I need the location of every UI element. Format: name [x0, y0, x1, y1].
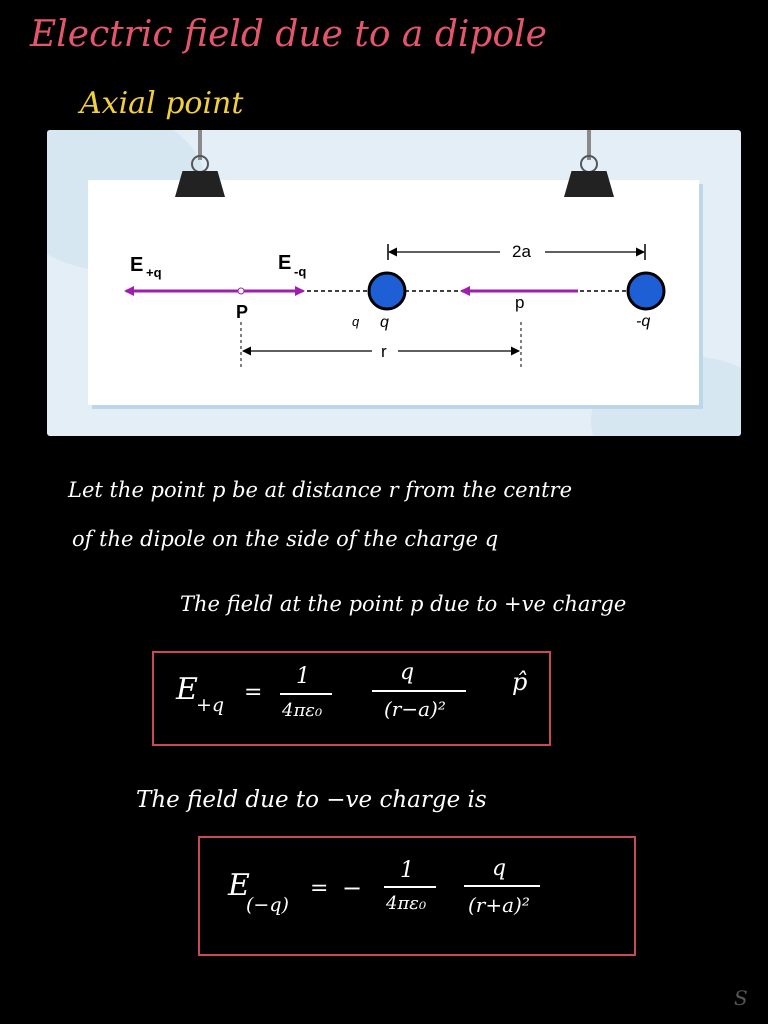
label-dipole-moment: p — [515, 293, 524, 312]
formula2-minus: − — [342, 874, 363, 902]
formula-box-minus-q — [198, 836, 636, 956]
formula2-num1: 1 — [400, 858, 414, 883]
text-line-2: of the dipole on the side of the charge … — [72, 527, 499, 551]
formula2-num2: q — [492, 856, 507, 881]
label-charge-q: q — [352, 314, 360, 329]
formula1-frac-line-2 — [372, 690, 466, 692]
label-charge-q: q — [380, 314, 389, 331]
label-e-plus-sub: +q — [146, 265, 162, 280]
formula2-equals: = — [310, 876, 329, 901]
formula1-lhs-sub: +q — [196, 694, 225, 716]
formula1-den1: 4πε₀ — [282, 700, 323, 721]
clip-wire-left — [198, 130, 202, 160]
label-e-plus: E — [130, 254, 143, 276]
charge-negative — [626, 271, 666, 311]
label-e-minus: E — [278, 252, 291, 274]
formula1-den2: (r−a)² — [384, 697, 446, 721]
text-line-3: The field at the point p due to +ve char… — [180, 592, 627, 616]
formula1-num1: 1 — [296, 664, 310, 689]
label-point-p: P — [236, 302, 248, 322]
binder-clip-icon — [175, 171, 225, 197]
formula-box-plus-q — [152, 651, 551, 746]
binder-clip-icon — [564, 171, 614, 197]
formula2-frac-line-1 — [384, 886, 436, 888]
dipole-diagram: E +q E -q P 2a p q q -q r — [124, 242, 666, 368]
formula2-frac-line-2 — [464, 885, 540, 887]
formula2-lhs-sub: (−q) — [246, 894, 289, 916]
signature: S — [734, 986, 748, 1010]
section-subtitle: Axial point — [80, 86, 244, 121]
page-title: Electric field due to a dipole — [30, 14, 547, 55]
formula1-lhs: E — [176, 672, 198, 707]
formula2-den2: (r+a)² — [468, 893, 530, 917]
formula2-lhs: E — [228, 868, 250, 903]
formula1-frac-line-1 — [280, 693, 332, 695]
charge-positive — [367, 271, 407, 311]
formula1-unit-vector: p̂ — [512, 668, 528, 696]
label-2a: 2a — [512, 242, 531, 261]
formula2-den1: 4πε₀ — [386, 893, 427, 914]
label-e-minus-sub: -q — [294, 264, 306, 279]
label-distance-r: r — [381, 342, 387, 361]
clip-wire-right — [587, 130, 591, 160]
formula1-equals: = — [244, 680, 263, 705]
label-charge-neg-q: -q — [636, 313, 650, 330]
formula1-num2: q — [400, 660, 415, 685]
text-line-1: Let the point p be at distance r from th… — [68, 478, 573, 502]
point-p-marker — [237, 287, 245, 295]
text-line-4: The field due to −ve charge is — [136, 787, 487, 813]
